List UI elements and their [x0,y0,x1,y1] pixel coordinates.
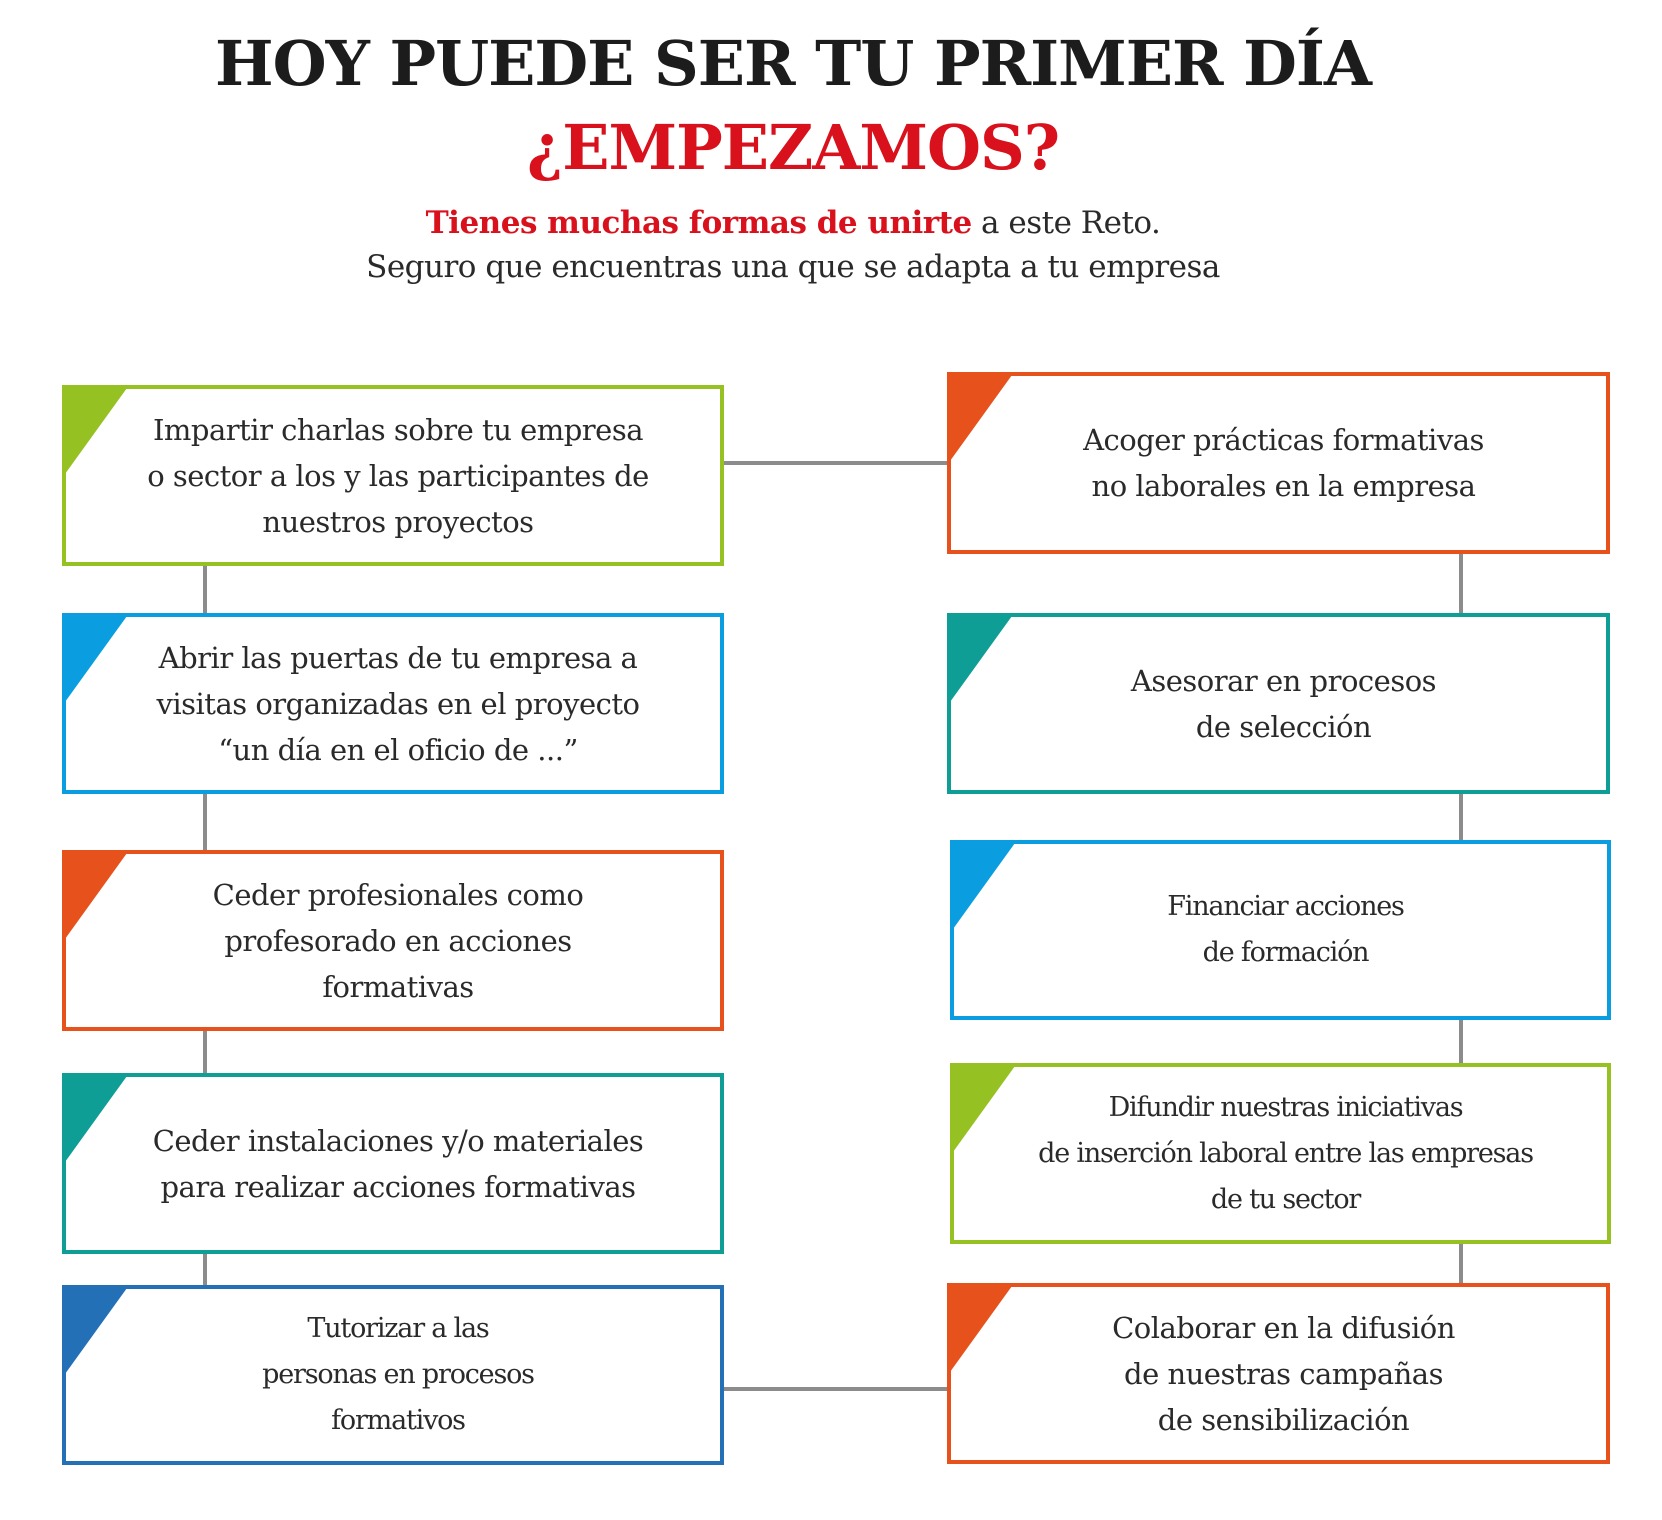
corner-triangle-icon [65,616,127,702]
corner-triangle-icon [65,853,127,939]
option-text: Financiar acciones de formación [1167,891,1405,968]
option-box-charlas: Impartir charlas sobre tu empresa o sect… [62,385,724,566]
corner-triangle-icon [950,1286,1012,1372]
option-text: Abrir las puertas de tu empresa a visita… [156,640,640,767]
corner-triangle-icon [953,843,1015,929]
option-box-instalaciones: Ceder instalaciones y/o materiales para … [62,1073,724,1254]
corner-triangle-icon [950,616,1012,702]
option-box-practicas: Acoger prácticas formativas no laborales… [947,372,1610,554]
option-text: Tutorizar a las personas en procesos for… [262,1313,535,1436]
connector-left-2 [203,793,207,851]
option-box-tutorizar: Tutorizar a las personas en procesos for… [62,1285,724,1465]
option-box-difundir: Difundir nuestras iniciativas de inserci… [950,1063,1611,1244]
connector-bottom-horizontal [722,1387,948,1391]
corner-triangle-icon [65,1288,127,1374]
connector-left-3 [203,1030,207,1074]
subtitle-rest: a este Reto. [971,205,1161,241]
option-text: Asesorar en procesos de selección [1130,663,1437,744]
option-box-campanas: Colaborar en la difusión de nuestras cam… [947,1283,1610,1464]
connector-right-4 [1459,1243,1463,1284]
subtitle-line-2: Seguro que encuentras una que se adapta … [366,249,1220,285]
corner-triangle-icon [65,388,127,474]
option-text: Acoger prácticas formativas no laborales… [1083,423,1484,503]
subtitle-line-1: Tienes muchas formas de unirte a este Re… [0,206,1624,240]
subtitle-highlight: Tienes muchas formas de unirte [425,205,973,241]
corner-triangle-icon [65,1076,127,1162]
page-question: ¿EMPEZAMOS? [526,111,1060,184]
option-text: Ceder instalaciones y/o materiales para … [152,1123,644,1204]
connector-right-2 [1459,793,1463,841]
option-box-visitas: Abrir las puertas de tu empresa a visita… [62,613,724,794]
page-title: HOY PUEDE SER TU PRIMER DÍA [215,27,1372,100]
option-box-profesorado: Ceder profesionales como profesorado en … [62,850,724,1031]
connector-right-3 [1459,1019,1463,1064]
corner-triangle-icon [953,1066,1015,1152]
option-box-financiar: Financiar acciones de formación [950,840,1611,1020]
option-text: Colaborar en la difusión de nuestras cam… [1112,1310,1455,1437]
option-text: Impartir charlas sobre tu empresa o sect… [147,412,649,539]
connector-left-1 [203,564,207,614]
connector-top-horizontal [722,461,948,465]
corner-triangle-icon [950,375,1012,461]
option-box-seleccion: Asesorar en procesos de selección [947,613,1610,794]
connector-right-1 [1459,553,1463,614]
connector-left-4 [203,1253,207,1286]
option-text: Difundir nuestras iniciativas de inserci… [1038,1091,1534,1215]
option-text: Ceder profesionales como profesorado en … [212,877,584,1004]
